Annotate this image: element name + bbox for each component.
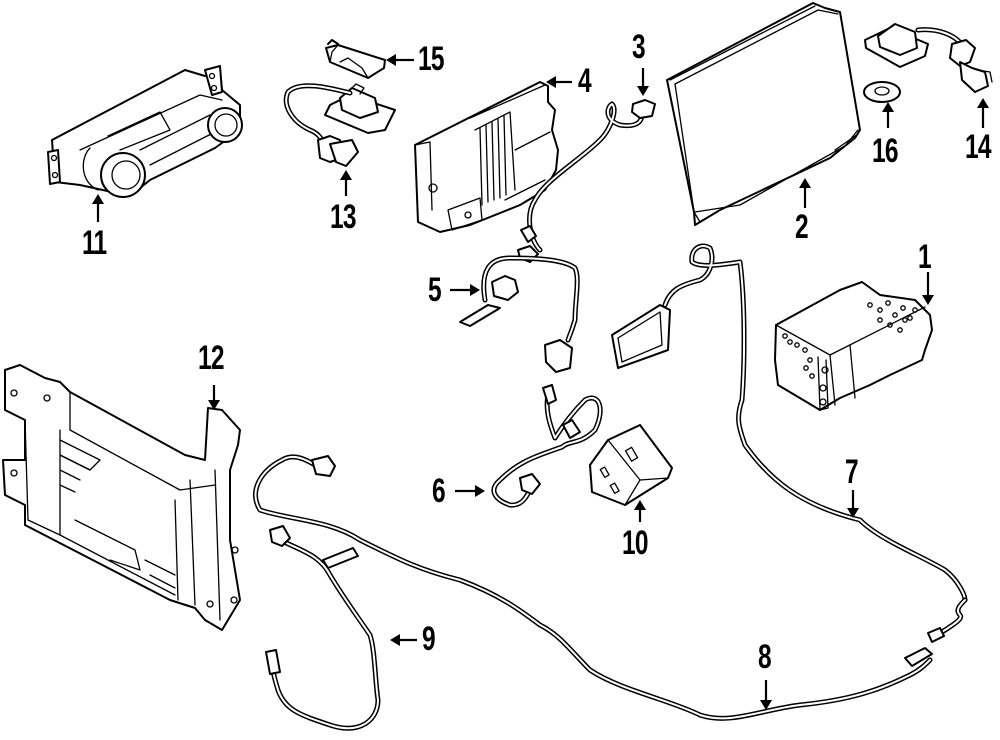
callout-7: 7 <box>845 453 859 491</box>
callout-10: 10 <box>622 524 649 562</box>
callout-12: 12 <box>198 339 225 377</box>
leader-lines <box>92 54 989 710</box>
part-9-usb-cable[interactable] <box>265 525 381 731</box>
part-13-gps-antenna[interactable] <box>283 83 396 167</box>
callout-6: 6 <box>432 472 446 510</box>
callout-14: 14 <box>965 128 992 166</box>
callout-9: 9 <box>422 620 436 658</box>
part-6-wiring-harness[interactable] <box>491 384 603 508</box>
callout-13: 13 <box>330 198 357 236</box>
part-12-mounting-bracket[interactable] <box>2 364 241 631</box>
part-1-radio-receiver[interactable] <box>774 281 933 411</box>
part-5-wiring-harness[interactable] <box>459 255 580 373</box>
callout-15: 15 <box>418 40 445 78</box>
part-16-washer[interactable] <box>863 81 901 103</box>
part-11-climate-control-panel[interactable] <box>47 65 243 198</box>
callout-2: 2 <box>795 208 809 246</box>
callout-11: 11 <box>82 224 107 262</box>
callout-1: 1 <box>918 238 932 276</box>
part-10-usb-port[interactable] <box>589 424 673 506</box>
part-15-small-module[interactable] <box>325 39 386 79</box>
vent-holes <box>782 300 918 379</box>
callout-3: 3 <box>632 28 646 66</box>
callout-8: 8 <box>758 638 772 676</box>
callout-4: 4 <box>578 62 592 100</box>
callout-16: 16 <box>872 132 899 170</box>
part-7-antenna-cable[interactable] <box>611 243 968 643</box>
part-8-antenna-cable[interactable] <box>253 454 933 721</box>
part-2-display-screen[interactable] <box>666 2 861 226</box>
part-4-amplifier-module[interactable] <box>414 81 559 233</box>
callout-5: 5 <box>428 271 442 309</box>
part-14-camera[interactable] <box>864 23 993 93</box>
